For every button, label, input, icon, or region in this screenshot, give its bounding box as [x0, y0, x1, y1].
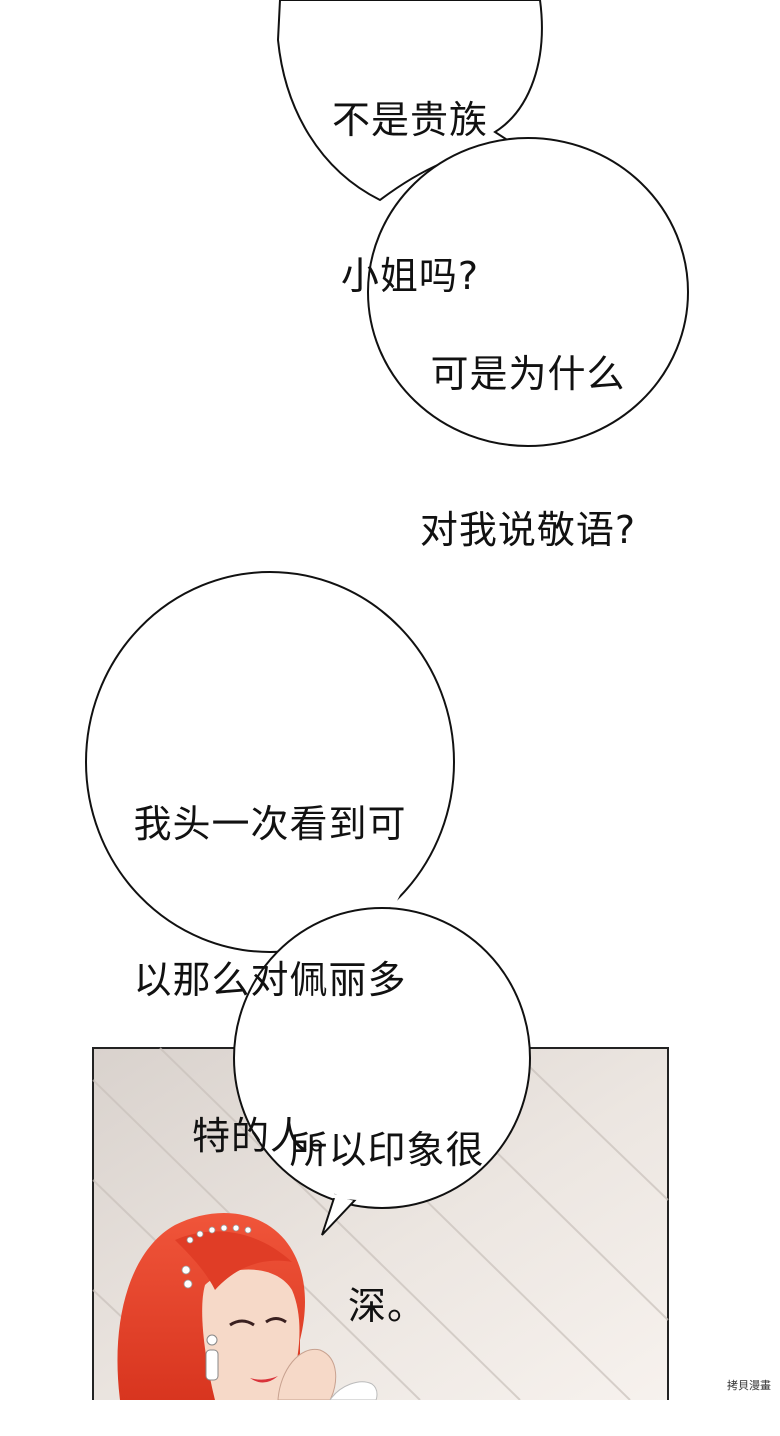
red-haired-woman [117, 1213, 378, 1400]
bubble-4-line-1: 所以印象很 [289, 1128, 485, 1172]
speech-bubble-3 [85, 571, 455, 953]
speech-bubble-2 [367, 137, 689, 447]
bubble-3-line-3: 特的人。 [191, 1114, 348, 1158]
comic-artwork [85, 0, 689, 1400]
bubble-1-text: 不是贵族 小姐吗? [300, 0, 520, 406]
bubble-2-line-2: 对我说敬语? [419, 508, 637, 552]
bubble-2-text: 可是为什么 对我说敬语? [398, 244, 658, 660]
bubble-1-line-1: 不是贵族 [331, 98, 488, 142]
bubble-2-line-1: 可是为什么 [430, 352, 626, 396]
bubble-1-line-2: 小姐吗? [340, 254, 480, 298]
bubble-4-line-2: 深。 [347, 1284, 426, 1328]
bubble-3-line-2: 以那么对佩丽多 [133, 958, 407, 1002]
bubble-4-text: 所以印象很 深。 [262, 1020, 512, 1436]
watermark: 拷貝漫畫 [724, 1376, 774, 1394]
comic-page: 不是贵族 小姐吗? 可是为什么 对我说敬语? 我头一次看到可 以那么对佩丽多 特… [85, 0, 774, 1400]
bubble-3-text: 我头一次看到可 以那么对佩丽多 特的人。 [100, 694, 440, 1266]
bubble-3-line-1: 我头一次看到可 [133, 802, 407, 846]
speech-bubble-4 [233, 907, 531, 1236]
